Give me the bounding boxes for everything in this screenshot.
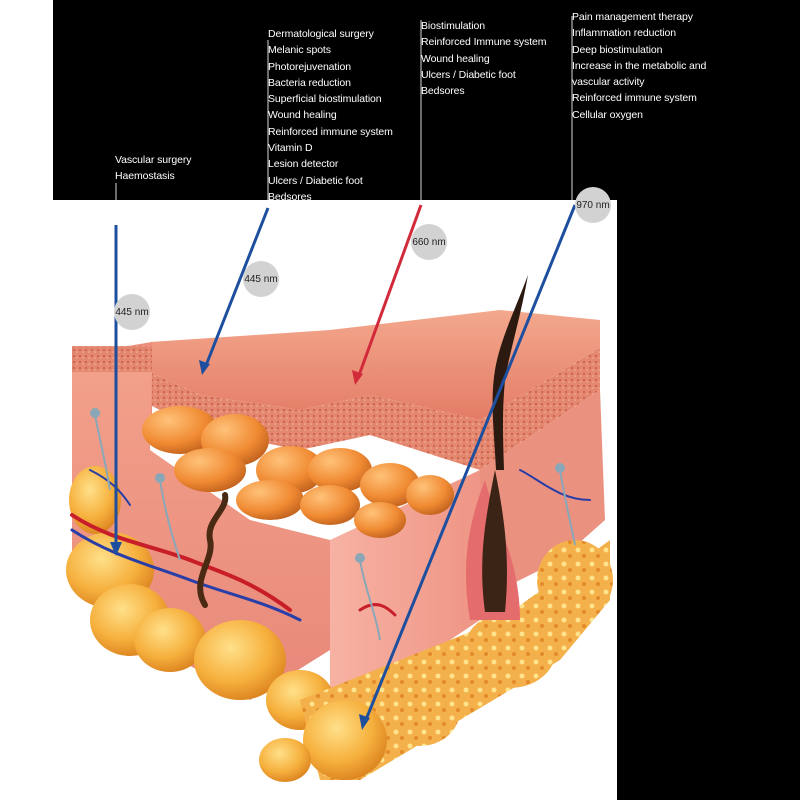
label-item-red-660: Reinforced Immune system (421, 36, 547, 49)
beam-ir-970 (363, 204, 577, 723)
label-item-red-660: Wound healing (421, 52, 490, 65)
label-item-ir-970: Increase in the metabolic and vascular a… (572, 59, 707, 89)
label-item-blue-445: Bacteria reduction (268, 76, 351, 89)
label-item-blue-445: Melanic spots (268, 44, 331, 57)
blood-vessels (70, 469, 591, 622)
label-item-blue-445: Dermatological surgery (268, 28, 374, 40)
leader-lines (115, 16, 573, 225)
label-item-blue-445: Vitamin D (268, 142, 313, 155)
laser-beams (110, 204, 577, 730)
label-item-vascular: Vascular surgery (115, 154, 192, 166)
badge-vascular-445: 445 nm (114, 294, 150, 330)
label-item-red-660: Bedsores (421, 85, 465, 98)
badge-red-660: 660 nm (411, 224, 447, 260)
label-item-blue-445: Superficial biostimulation (268, 93, 382, 106)
subcutaneous-fat (66, 466, 613, 782)
label-item-ir-970: Pain management therapy (572, 11, 693, 23)
hair-follicle (465, 275, 528, 620)
badge-blue-445: 445 nm (243, 261, 279, 297)
label-item-vascular: Haemostasis (115, 170, 175, 183)
fat-lobules-cluster (142, 406, 454, 538)
label-item-blue-445: Bedsores (268, 190, 312, 203)
label-item-blue-445: Ulcers / Diabetic foot (268, 174, 363, 187)
curly-hair (197, 492, 229, 608)
label-item-blue-445: Reinforced immune system (268, 125, 393, 138)
epidermis-top-surface (150, 310, 600, 420)
label-item-blue-445: Lesion detector (268, 158, 339, 171)
beam-red-660 (356, 204, 423, 379)
nerve-fibres (90, 408, 576, 641)
badge-ir-970: 970 nm (575, 187, 611, 223)
beam-blue-445 (203, 207, 270, 369)
label-item-blue-445: Photorejuvenation (268, 60, 351, 73)
label-item-ir-970: Cellular oxygen (572, 108, 643, 121)
label-item-red-660: Ulcers / Diabetic foot (421, 68, 516, 81)
label-item-ir-970: Inflammation reduction (572, 27, 677, 40)
label-item-ir-970: Reinforced immune system (572, 92, 697, 105)
label-item-red-660: Biostimulation (421, 20, 485, 32)
label-item-blue-445: Wound healing (268, 109, 337, 122)
side-background (617, 0, 800, 800)
label-item-ir-970: Deep biostimulation (572, 43, 663, 56)
